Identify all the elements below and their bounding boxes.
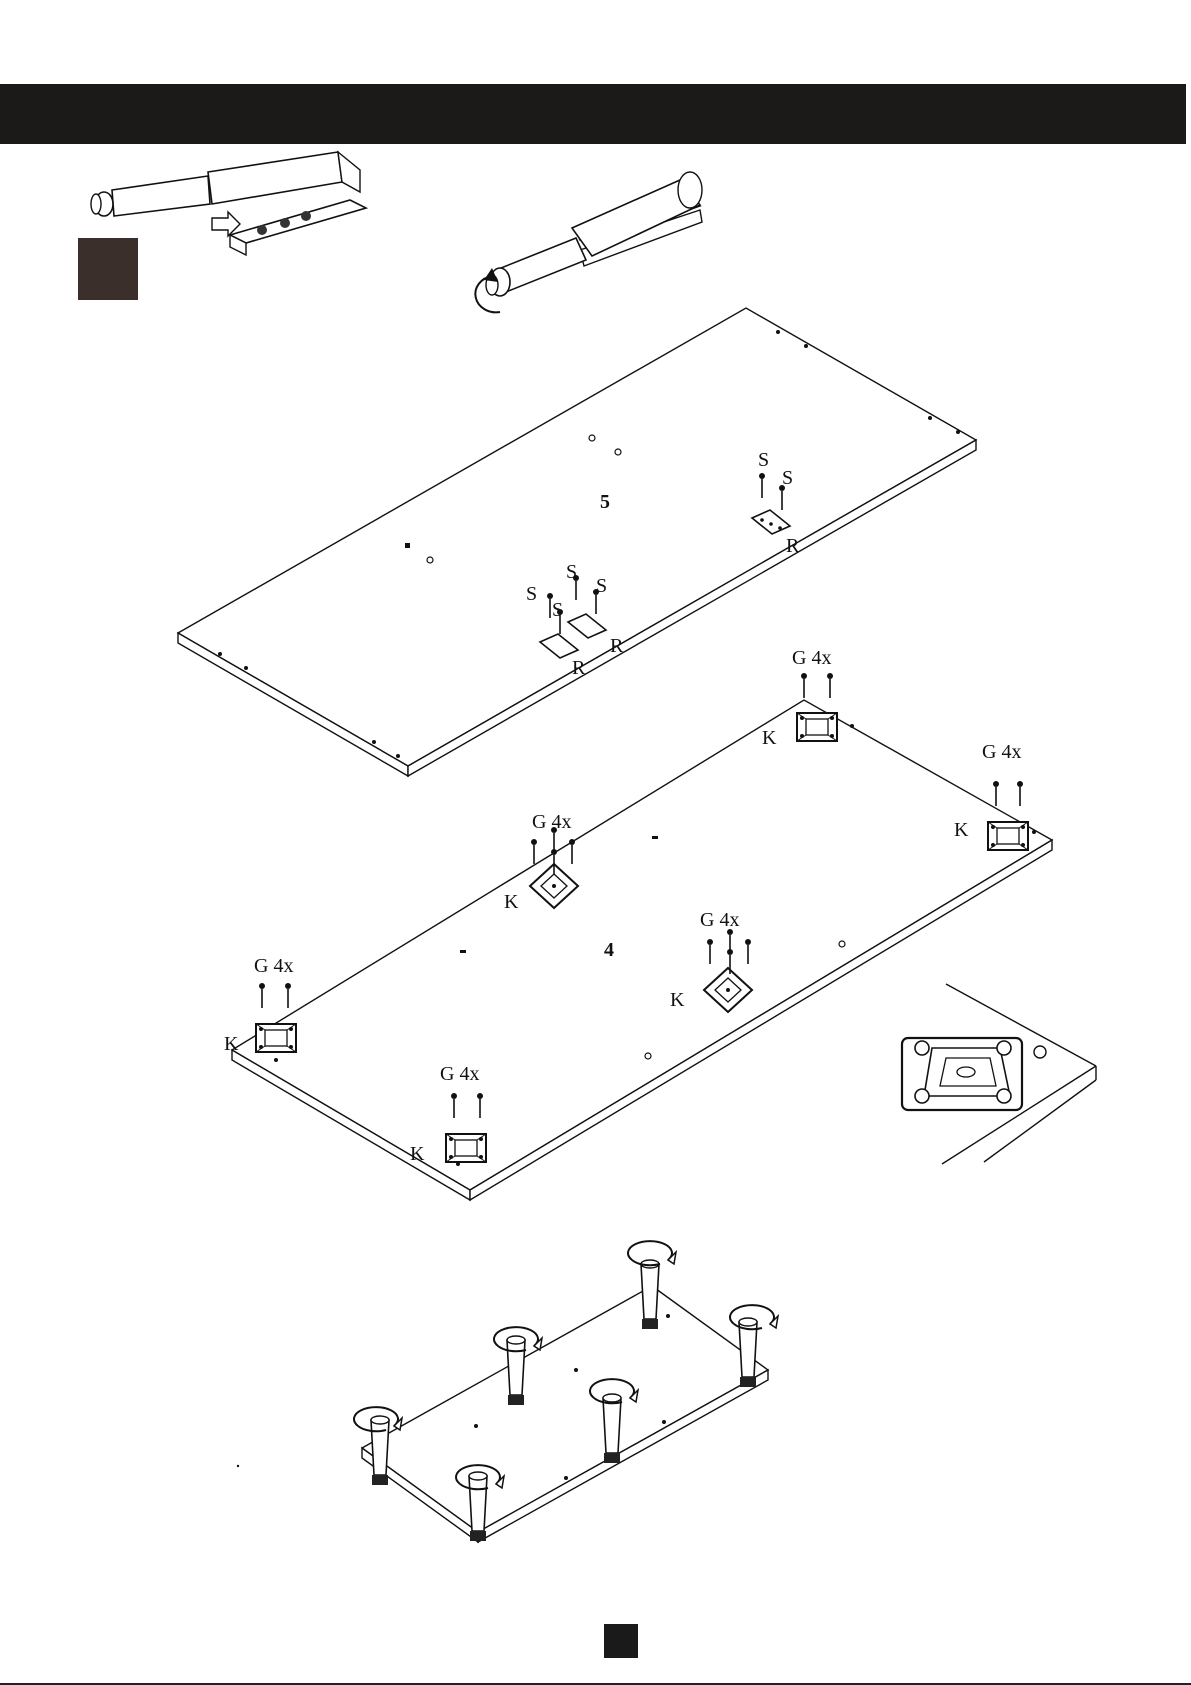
foot-plate-label: K <box>954 819 969 841</box>
foot-plate-label: K <box>224 1033 239 1055</box>
latch-rotate-icon <box>475 172 702 312</box>
foot-plate-label: K <box>670 989 685 1011</box>
foot-screws-label: G 4x <box>700 909 739 931</box>
screw-label: S <box>566 561 577 583</box>
screw-label: S <box>596 575 607 597</box>
push-latch-icon <box>91 152 366 255</box>
foot-plate-label: K <box>410 1143 425 1165</box>
legs-assembly <box>237 1241 778 1542</box>
screw-label: S <box>552 599 563 621</box>
panel-5-label: 5 <box>600 491 610 513</box>
foot-screws-label: G 4x <box>254 955 293 977</box>
bracket-label: R <box>786 535 800 557</box>
foot-screws-label: G 4x <box>792 647 831 669</box>
foot-plate-label: K <box>762 727 777 749</box>
foot-screws-label: G 4x <box>532 811 571 833</box>
foot-plate-detail <box>902 984 1096 1164</box>
foot-screws-label: G 4x <box>440 1063 479 1085</box>
foot-screws-label: G 4x <box>982 741 1021 763</box>
screw-label: S <box>526 583 537 605</box>
screw-label: S <box>758 449 769 471</box>
panel-4-label: 4 <box>604 939 614 961</box>
panel-5: 5 S S R S S S S R R <box>178 308 976 776</box>
foot-plate-label: K <box>504 891 519 913</box>
bracket-label: R <box>572 657 586 679</box>
screw-label: S <box>782 467 793 489</box>
bracket-label: R <box>610 635 624 657</box>
